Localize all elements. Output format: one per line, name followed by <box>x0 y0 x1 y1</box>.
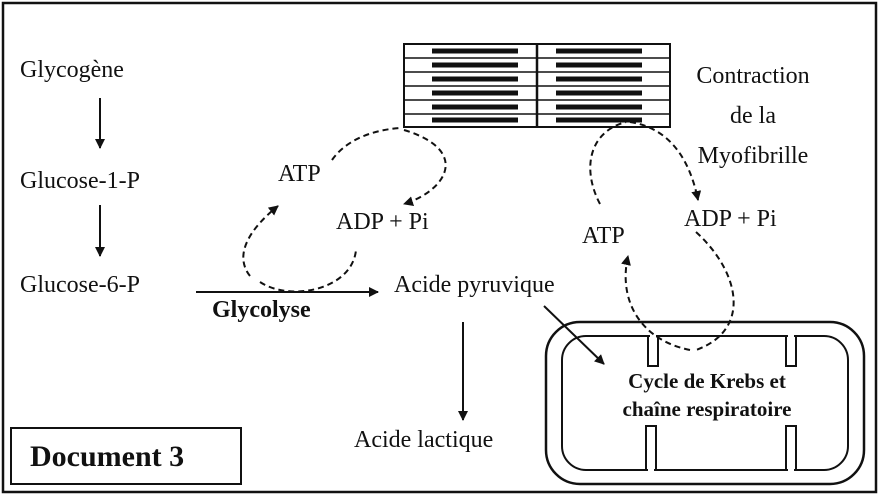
adp-left-label: ADP + Pi <box>336 209 429 235</box>
cycle-right-respiration <box>621 255 691 351</box>
glycogene-label: Glycogène <box>20 57 124 83</box>
adp-right-label: ADP + Pi <box>684 206 777 232</box>
atp-left-label: ATP <box>278 161 321 187</box>
krebs-line1: Cycle de Krebs et <box>628 369 786 393</box>
acide-lactique-label: Acide lactique <box>354 427 494 453</box>
document-label: Document 3 <box>30 440 185 473</box>
cycle-left-contraction <box>403 129 447 207</box>
cycle-left-atp-to-contraction <box>331 127 401 161</box>
glycolyse-label: Glycolyse <box>212 297 311 323</box>
contraction-line2: de la <box>730 103 776 129</box>
cycle-right-contraction <box>629 121 702 201</box>
glucose1p-label: Glucose-1-P <box>20 168 140 194</box>
arrow-pyruvique-krebs <box>543 305 605 365</box>
cycle-left-glycolyse <box>242 205 279 277</box>
energy-cycles <box>242 121 735 351</box>
myofibril-drawing <box>403 43 671 128</box>
contraction-line1: Contraction <box>696 63 810 89</box>
acide-pyruvique-label: Acide pyruvique <box>394 272 555 298</box>
cycle-left-adp-to-glycolyse <box>259 249 357 293</box>
metabolic-arrows <box>95 98 605 421</box>
atp-right-label: ATP <box>582 223 625 249</box>
glucose6p-label: Glucose-6-P <box>20 272 140 298</box>
krebs-line2: chaîne respiratoire <box>622 397 792 421</box>
cycle-right-atp-to-contraction <box>589 121 627 205</box>
cycle-right-adp-to-respiration <box>695 231 735 351</box>
mitochondrion-drawing <box>544 320 866 486</box>
document-label-box: Document 3 <box>10 427 242 485</box>
contraction-line3: Myofibrille <box>697 143 809 169</box>
